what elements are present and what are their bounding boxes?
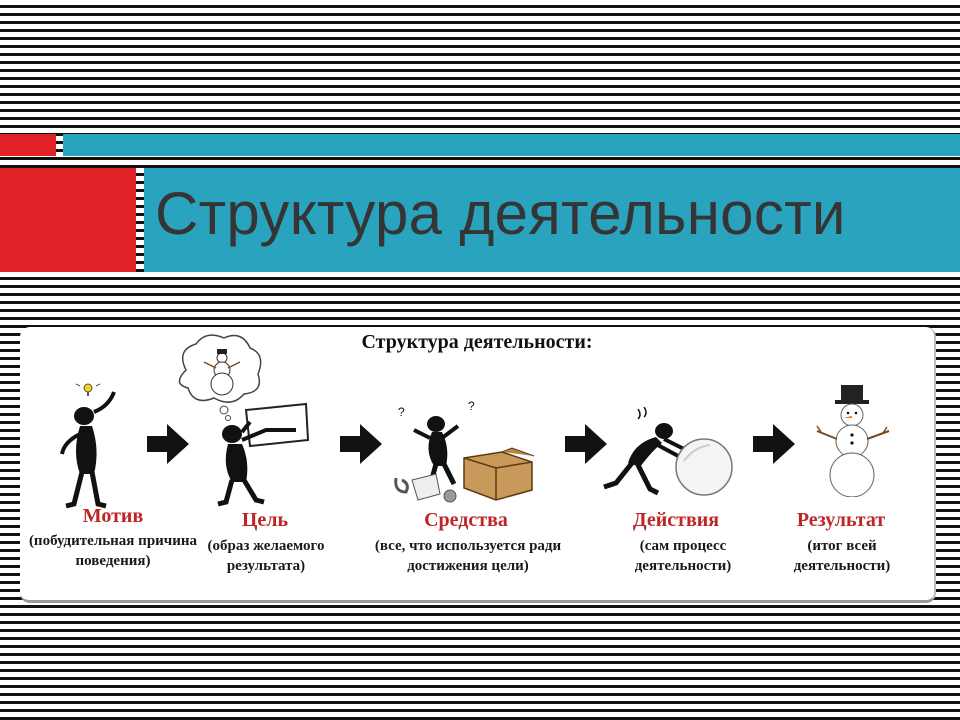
stage-name-motive: Мотив: [82, 505, 144, 527]
svg-text:?: ?: [398, 405, 405, 419]
stage-desc-motive: (побудительная причина поведения): [28, 533, 198, 569]
accent-bar-teal-small: [63, 134, 960, 156]
accent-block-red: [0, 168, 136, 272]
right-arrow-icon: [753, 424, 795, 464]
accent-bar-red-small: [0, 134, 56, 156]
stage-desc-result: (итог всей деятельности): [793, 538, 891, 574]
stage-name-goal: Цель: [241, 509, 289, 531]
stage-desc-means: (все, что используется ради достижения ц…: [374, 538, 562, 574]
thinking-figure-icon: [178, 334, 310, 507]
materials-figure-icon: ? ?: [394, 400, 535, 503]
stage-name-actions: Действия: [586, 509, 766, 532]
stage-desc-goal: (образ желаемого результата): [207, 538, 325, 574]
panel-heading: Структура деятельности:: [361, 331, 593, 353]
right-arrow-icon: [340, 424, 382, 464]
stage-name-result: Результат: [796, 509, 886, 531]
slide-title: Структура деятельности: [155, 180, 846, 247]
right-arrow-icon: [147, 424, 189, 464]
stage-name-means: Средства: [424, 509, 508, 531]
snowman-icon: [816, 385, 890, 497]
rolling-snowball-figure-icon: [603, 407, 733, 496]
svg-text:?: ?: [468, 400, 475, 413]
title-band: [144, 168, 960, 272]
content-panel: Структура деятельности:: [20, 327, 936, 603]
stage-desc-actions: (сам процесс деятельности): [634, 538, 732, 574]
right-arrow-icon: [565, 424, 607, 464]
stage-name-actions-text: Действия: [632, 509, 720, 531]
lightbulb-figure-icon: [60, 383, 116, 509]
